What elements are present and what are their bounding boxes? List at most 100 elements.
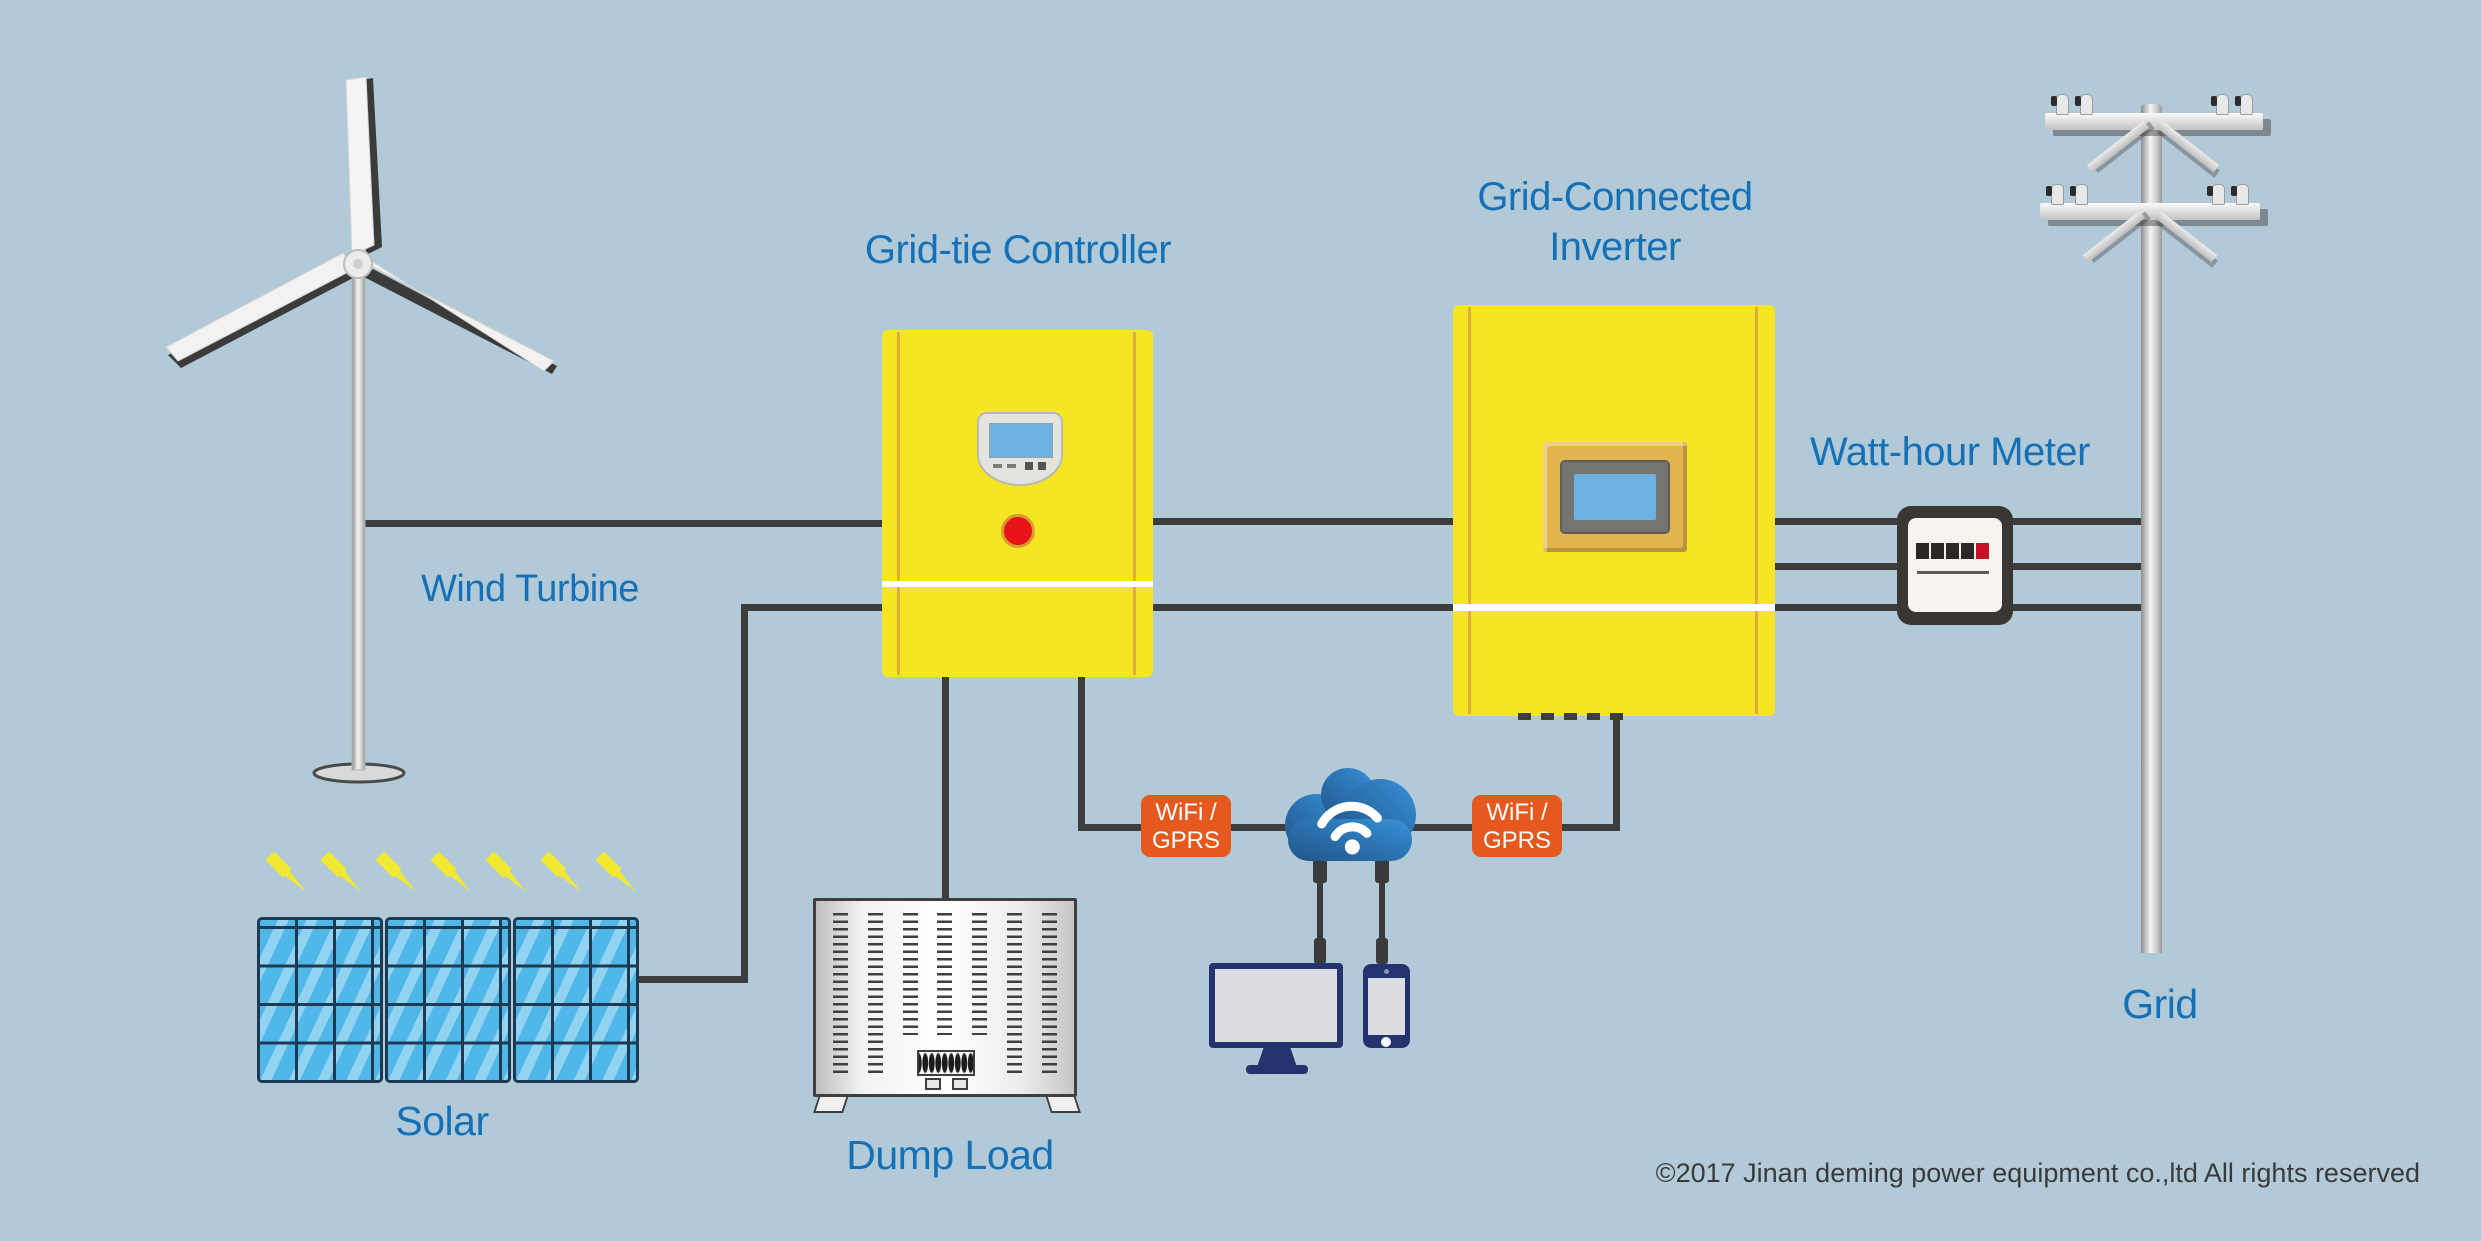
pole-insulator bbox=[2046, 184, 2064, 205]
meter-face bbox=[1908, 518, 2002, 612]
phone-speaker-dot bbox=[1384, 969, 1389, 974]
wire-solar-vertical bbox=[741, 604, 748, 983]
pole-insulator bbox=[2070, 184, 2088, 205]
controller-button bbox=[1007, 464, 1016, 468]
sun-arrow-icon bbox=[372, 848, 416, 892]
cloud-cable bbox=[1379, 880, 1385, 944]
cable-connector bbox=[1314, 938, 1326, 964]
watt-hour-meter-icon bbox=[1897, 506, 2013, 625]
sun-arrow-icon bbox=[592, 848, 636, 892]
monitor-icon bbox=[1209, 963, 1343, 1048]
pole-insulator bbox=[2207, 184, 2225, 205]
controller-screen bbox=[989, 423, 1053, 458]
solar-label: Solar bbox=[395, 1098, 489, 1144]
wind-turbine-icon bbox=[165, 76, 557, 784]
meter-digit bbox=[1946, 543, 1959, 559]
controller-button bbox=[1038, 462, 1046, 470]
power-led-icon bbox=[1001, 514, 1035, 548]
pole-insulator bbox=[2211, 94, 2229, 115]
wire-solar-to-controller bbox=[741, 604, 882, 611]
smartphone-icon bbox=[1363, 964, 1410, 1048]
vent-column bbox=[1041, 913, 1057, 1074]
sun-arrow-icon bbox=[537, 848, 581, 892]
cable-connector bbox=[1313, 855, 1327, 883]
dump-load-connector bbox=[925, 1078, 941, 1090]
grid-tie-controller-label: Grid-tie Controller bbox=[864, 228, 1172, 272]
controller-trim-left bbox=[897, 332, 900, 675]
pole-insulator bbox=[2051, 94, 2069, 115]
phone-home-button bbox=[1381, 1037, 1391, 1047]
dump-load-foot bbox=[1045, 1095, 1081, 1113]
inverter-trim-right bbox=[1755, 307, 1758, 714]
cloud-wifi-icon bbox=[1285, 768, 1416, 861]
wifi-gprs-text: WiFi / bbox=[1486, 799, 1548, 826]
solar-panel-icon bbox=[385, 917, 511, 1083]
wifi-gprs-text: WiFi / bbox=[1155, 799, 1217, 826]
inverter-screen-bezel bbox=[1560, 460, 1670, 534]
controller-button bbox=[1025, 462, 1033, 470]
meter-digit bbox=[1916, 543, 1929, 559]
cable-connector bbox=[1376, 938, 1388, 964]
sun-arrow-icon bbox=[262, 848, 306, 892]
vent-column bbox=[937, 913, 953, 1035]
wifi-gprs-badge-right: WiFi / GPRS bbox=[1472, 795, 1562, 857]
dump-load-foot bbox=[813, 1095, 849, 1113]
wire-turbine-to-controller bbox=[355, 520, 882, 527]
sun-arrow-icon bbox=[317, 848, 361, 892]
dump-load-connector bbox=[952, 1078, 968, 1090]
utility-pole-icon bbox=[2141, 104, 2162, 953]
vent-column bbox=[902, 913, 918, 1035]
wire-inverter-to-wifi-vertical bbox=[1613, 716, 1620, 831]
wire-controller-to-wifi-vertical bbox=[1078, 675, 1085, 831]
monitor-stand bbox=[1257, 1046, 1297, 1067]
vent-column bbox=[972, 913, 988, 1035]
meter-digit bbox=[1976, 543, 1989, 559]
wire-controller-inverter-bottom bbox=[1153, 604, 1453, 611]
dump-load-terminal bbox=[917, 1050, 975, 1076]
monitor-base bbox=[1246, 1065, 1308, 1074]
inverter-stripe bbox=[1453, 604, 1775, 611]
solar-panel-icon bbox=[257, 917, 383, 1083]
grid-connected-inverter-label: Grid-Connected Inverter bbox=[1454, 172, 1776, 272]
sun-arrow-icon bbox=[482, 848, 526, 892]
inverter-label-line1: Grid-Connected bbox=[1477, 175, 1753, 219]
pole-insulator bbox=[2075, 94, 2093, 115]
dump-load-label: Dump Load bbox=[846, 1132, 1054, 1178]
copyright: ©2017 Jinan deming power equipment co.,l… bbox=[1655, 1158, 2420, 1188]
vent-column bbox=[867, 913, 883, 1074]
pole-insulator bbox=[2231, 184, 2249, 205]
vent-column bbox=[833, 913, 848, 1074]
wifi-gprs-text: GPRS bbox=[1482, 827, 1551, 854]
cable-connector bbox=[1375, 855, 1389, 883]
wifi-gprs-text: GPRS bbox=[1151, 827, 1220, 854]
wifi-gprs-badge-left: WiFi / GPRS bbox=[1141, 795, 1231, 857]
controller-trim-right bbox=[1133, 332, 1136, 675]
phone-screen bbox=[1368, 978, 1405, 1035]
solar-panel-icon bbox=[513, 917, 639, 1083]
meter-digit bbox=[1961, 543, 1974, 559]
inverter-screen bbox=[1574, 474, 1656, 520]
meter-digit bbox=[1931, 543, 1944, 559]
cloud-cable bbox=[1317, 880, 1323, 944]
wire-controller-to-dumpload bbox=[942, 675, 949, 901]
inverter-screen-frame bbox=[1543, 442, 1687, 552]
controller-button bbox=[993, 464, 1002, 468]
inverter-terminal-dashes bbox=[1518, 713, 1630, 720]
inverter-trim-left bbox=[1468, 307, 1471, 714]
controller-stripe bbox=[882, 581, 1153, 587]
meter-line bbox=[1917, 571, 1989, 574]
wire-controller-inverter-top bbox=[1153, 518, 1453, 525]
inverter-label-line2: Inverter bbox=[1549, 225, 1681, 269]
vent-column bbox=[1007, 913, 1023, 1074]
wind-turbine-label: Wind Turbine bbox=[421, 568, 639, 610]
sun-arrow-icon bbox=[427, 848, 471, 892]
watt-hour-meter-label: Watt-hour Meter bbox=[1810, 430, 2090, 474]
wire-solar-horizontal bbox=[633, 976, 748, 983]
pole-insulator bbox=[2235, 94, 2253, 115]
pole-crossarm bbox=[2040, 203, 2260, 220]
pole-crossarm bbox=[2045, 113, 2263, 130]
grid-label: Grid bbox=[2122, 981, 2198, 1027]
controller-display-icon bbox=[977, 412, 1063, 486]
meter-digits bbox=[1916, 543, 1989, 559]
